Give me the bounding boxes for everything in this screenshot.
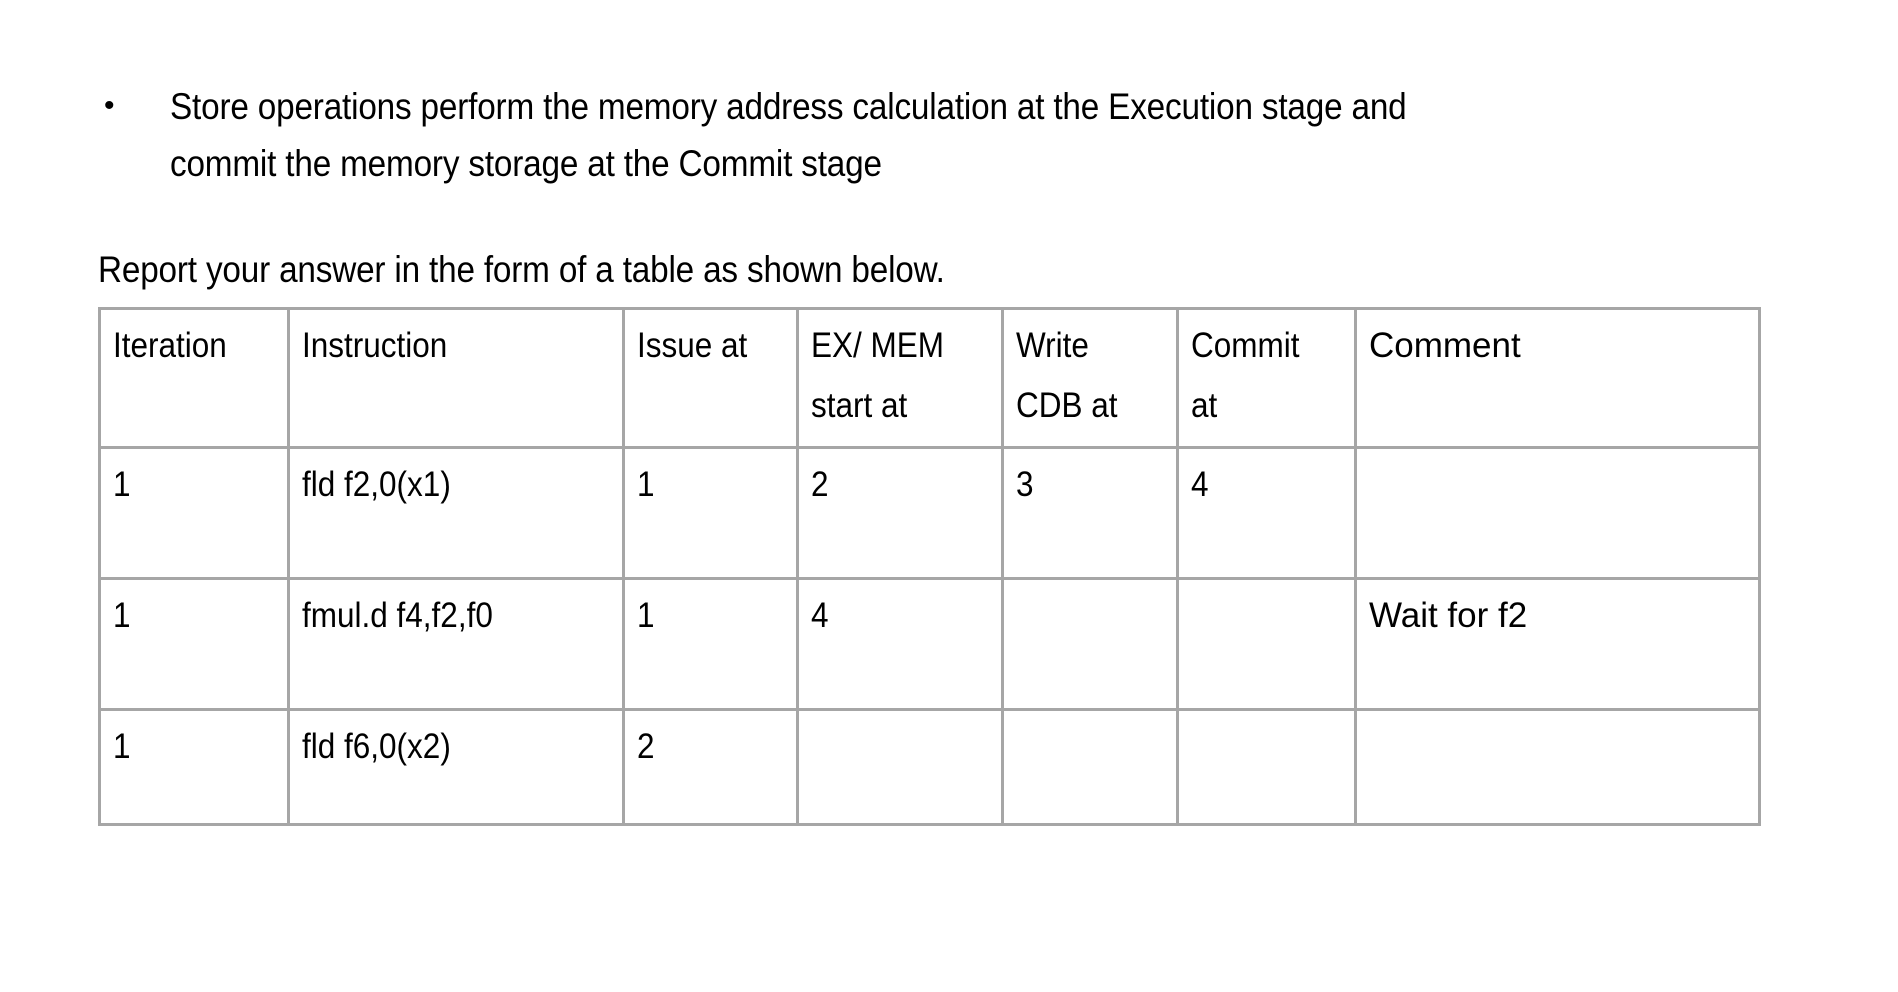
table-header-commit-line2: at	[1191, 386, 1218, 425]
cell-iteration-value: 1	[113, 596, 131, 635]
bullet-text-line-1: Store operations perform the memory addr…	[170, 86, 1407, 127]
cell-issue-at-value: 1	[637, 596, 655, 635]
cell-write-cdb-at: 3	[1001, 446, 1179, 580]
cell-comment-value: Wait for f2	[1369, 596, 1528, 635]
cell-write-cdb-at	[1001, 708, 1179, 826]
table-header-instruction-line1: Instruction	[302, 326, 448, 365]
cell-issue-at: 1	[622, 577, 799, 711]
cell-instruction: fld f2,0(x1)	[287, 446, 625, 580]
cell-instruction: fmul.d f4,f2,f0	[287, 577, 625, 711]
table-header-commit-line1: Commit	[1191, 326, 1300, 365]
table-header-write-cdb-line1: Write	[1016, 326, 1089, 365]
table-header-ex-mem-line2: start at	[811, 386, 908, 425]
cell-write-cdb-at	[1001, 577, 1179, 711]
cell-ex-mem-value: 4	[811, 596, 829, 635]
cell-commit-at: 4	[1176, 446, 1357, 580]
lead-in-sentence: Report your answer in the form of a tabl…	[98, 249, 945, 290]
cell-issue-at-value: 2	[637, 727, 655, 766]
cell-ex-mem-value: 2	[811, 465, 829, 504]
cell-commit-at	[1176, 577, 1357, 711]
cell-iteration: 1	[98, 446, 290, 580]
cell-issue-at-value: 1	[637, 465, 655, 504]
table-header-issue-at: Issue at	[622, 307, 799, 449]
answer-table: Iteration Instruction Issue at EX/ MEM s…	[98, 307, 1761, 826]
table-header-ex-mem-line1: EX/ MEM	[811, 326, 945, 365]
cell-issue-at: 1	[622, 446, 799, 580]
cell-instruction-value: fmul.d f4,f2,f0	[302, 596, 493, 635]
cell-iteration-value: 1	[113, 465, 131, 504]
cell-iteration: 1	[98, 577, 290, 711]
table-header-comment-line1: Comment	[1369, 326, 1521, 365]
table-header-write-cdb-at: Write CDB at	[1001, 307, 1179, 449]
cell-instruction-value: fld f2,0(x1)	[302, 465, 451, 504]
cell-ex-mem-start-at	[796, 708, 1004, 826]
cell-comment	[1354, 708, 1761, 826]
cell-commit-at-value: 4	[1191, 465, 1209, 504]
table-header-write-cdb-line2: CDB at	[1016, 386, 1118, 425]
cell-ex-mem-start-at: 4	[796, 577, 1004, 711]
table-row: 1 fmul.d f4,f2,f0 1 4 Wait for f2	[98, 577, 1761, 711]
bullet-text-block: Store operations perform the memory addr…	[170, 78, 1601, 192]
table-header-commit-at: Commit at	[1176, 307, 1357, 449]
table-header-instruction: Instruction	[287, 307, 625, 449]
table-row: 1 fld f6,0(x2) 2	[98, 708, 1761, 826]
cell-instruction-value: fld f6,0(x2)	[302, 727, 451, 766]
table-header-iteration: Iteration	[98, 307, 290, 449]
table-header-comment: Comment	[1354, 307, 1761, 449]
cell-comment: Wait for f2	[1354, 577, 1761, 711]
cell-issue-at: 2	[622, 708, 799, 826]
cell-comment	[1354, 446, 1761, 580]
cell-iteration: 1	[98, 708, 290, 826]
cell-iteration-value: 1	[113, 727, 131, 766]
answer-table-wrapper: Iteration Instruction Issue at EX/ MEM s…	[98, 307, 1761, 826]
cell-ex-mem-start-at: 2	[796, 446, 1004, 580]
table-row: 1 fld f2,0(x1) 1 2 3 4	[98, 446, 1761, 580]
cell-commit-at	[1176, 708, 1357, 826]
table-header-row: Iteration Instruction Issue at EX/ MEM s…	[98, 307, 1761, 449]
table-header-iteration-line1: Iteration	[113, 326, 227, 365]
cell-instruction: fld f6,0(x2)	[287, 708, 625, 826]
bullet-text-line-2: commit the memory storage at the Commit …	[170, 143, 882, 184]
table-header-ex-mem-start-at: EX/ MEM start at	[796, 307, 1004, 449]
table-header-issue-at-line1: Issue at	[637, 326, 748, 365]
bullet-paragraph: • Store operations perform the memory ad…	[100, 78, 1760, 192]
cell-write-cdb-value: 3	[1016, 465, 1034, 504]
bullet-marker-icon: •	[104, 89, 115, 122]
